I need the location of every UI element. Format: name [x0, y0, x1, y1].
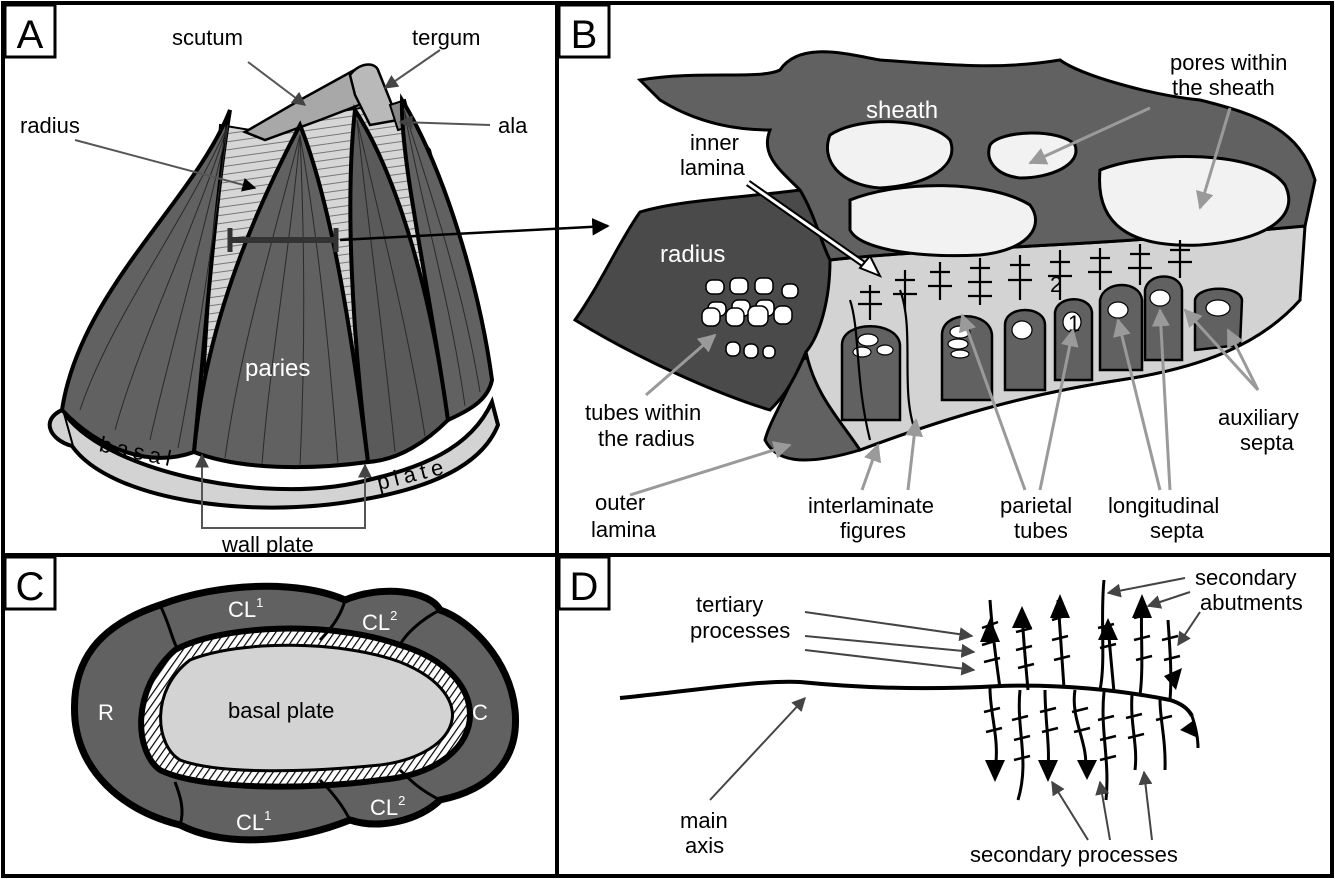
panel-b-letter: B — [571, 13, 598, 57]
label-secondary-processes: secondary processes — [970, 842, 1178, 867]
label-secondary-ab-1: secondary — [1195, 565, 1297, 590]
label-inner-1: inner — [690, 130, 739, 155]
tergum-arrow — [385, 50, 440, 88]
label-tertiary-1: tertiary — [696, 592, 763, 617]
label-longitudinal-2: septa — [1150, 518, 1205, 543]
label-parietal-1: parietal — [1000, 493, 1072, 518]
radius-block — [575, 190, 834, 410]
label-radius-a: radius — [20, 113, 80, 138]
label-main-1: main — [680, 808, 728, 833]
label-interlaminate-2: figures — [840, 518, 906, 543]
panel-c: C CL1 CL2 R C basal plate CL1 CL — [5, 557, 516, 840]
label-pores-1: pores within — [1170, 50, 1287, 75]
label-interlaminate-1: interlaminate — [808, 493, 934, 518]
label-sheath: sheath — [866, 97, 938, 124]
label-secondary-ab-2: abutments — [1200, 590, 1303, 615]
label-wall-plate: wall plate — [221, 532, 314, 557]
label-basal-plate: basal plate — [228, 698, 334, 723]
label-paries: paries — [245, 355, 310, 382]
panel-d-letter: D — [570, 565, 599, 609]
label-tubes-1: tubes within — [585, 400, 701, 425]
label-parietal-2: tubes — [1014, 518, 1068, 543]
label-c: C — [472, 700, 488, 725]
panel-c-letter: C — [16, 565, 45, 609]
label-num-2: 2 — [1050, 272, 1062, 297]
scutum-arrow — [248, 62, 305, 105]
label-main-2: axis — [685, 833, 724, 858]
panel-a: A — [5, 5, 608, 557]
label-r: R — [98, 700, 114, 725]
label-tubes-2: the radius — [598, 426, 695, 451]
label-longitudinal-1: longitudinal — [1108, 493, 1219, 518]
label-inner-2: lamina — [680, 155, 746, 180]
label-outer-1: outer — [595, 490, 645, 515]
panel-a-letter: A — [17, 13, 44, 57]
label-scutum: scutum — [172, 25, 243, 50]
label-radius-b: radius — [660, 241, 725, 268]
main-axis-line — [620, 682, 1192, 716]
panel-d: D — [559, 557, 1303, 867]
label-tergum: tergum — [412, 25, 480, 50]
label-tertiary-2: processes — [690, 618, 790, 643]
label-num-1: 1 — [1068, 311, 1080, 336]
panel-b: B — [559, 5, 1315, 543]
label-pores-2: the sheath — [1172, 75, 1275, 100]
label-outer-2: lamina — [591, 517, 657, 542]
label-auxiliary-1: auxiliary — [1218, 405, 1299, 430]
label-auxiliary-2: septa — [1240, 430, 1295, 455]
label-ala: ala — [498, 113, 528, 138]
